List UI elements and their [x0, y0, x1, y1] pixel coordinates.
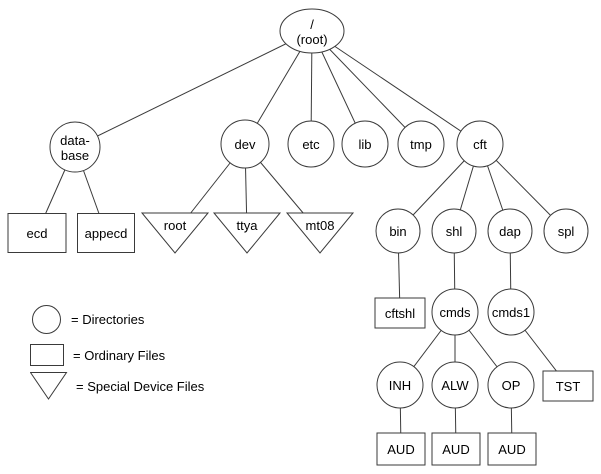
node-label-spl: spl: [558, 224, 575, 239]
node-cftshl: cftshl: [374, 297, 426, 329]
node-label-ttya: ttya: [237, 218, 259, 233]
node-label-root: (root): [296, 32, 327, 47]
node-tmp: tmp: [397, 120, 445, 168]
node-label-aud1: AUD: [387, 442, 414, 457]
node-cmds1: cmds1: [487, 288, 535, 336]
node-label-etc: etc: [302, 137, 320, 152]
node-aud3: AUD: [487, 432, 537, 466]
node-aud1: AUD: [376, 432, 426, 466]
node-lib: lib: [341, 120, 389, 168]
node-cft: cft: [456, 120, 504, 168]
node-label-ecd: ecd: [27, 226, 48, 241]
node-label-root: /: [310, 17, 314, 32]
node-label-dev: dev: [235, 137, 256, 152]
node-database: data-base: [49, 121, 101, 173]
node-label-aud2: AUD: [442, 442, 469, 457]
node-label-lib: lib: [358, 137, 371, 152]
node-dap: dap: [487, 208, 533, 254]
node-label-cftshl: cftshl: [385, 306, 415, 321]
node-label-tst: TST: [556, 379, 581, 394]
node-label-op: OP: [502, 378, 521, 393]
node-label-dap: dap: [499, 224, 521, 239]
node-aud2: AUD: [431, 432, 481, 466]
node-tst: TST: [542, 370, 594, 402]
node-ttya: ttya: [212, 212, 282, 254]
node-root: /(root): [279, 8, 345, 54]
node-label-bin: bin: [389, 224, 406, 239]
node-label-appecd: appecd: [85, 226, 128, 241]
node-spl: spl: [543, 208, 589, 254]
node-shl: shl: [431, 208, 477, 254]
node-alw: ALW: [431, 361, 479, 409]
node-label-alw: ALW: [441, 378, 469, 393]
node-bin: bin: [375, 208, 421, 254]
node-ecd: ecd: [7, 213, 67, 253]
node-label-aud3: AUD: [498, 442, 525, 457]
node-dev: dev: [220, 119, 270, 169]
node-inh: INH: [376, 361, 424, 409]
node-appecd: appecd: [77, 213, 135, 253]
node-label-mt08: mt08: [306, 218, 335, 233]
node-etc: etc: [287, 120, 335, 168]
node-label-cmds: cmds: [439, 305, 471, 320]
edge-root-tmp: [311, 30, 422, 145]
node-cmds: cmds: [431, 288, 479, 336]
edge-root-database: [74, 30, 313, 148]
node-label-tmp: tmp: [410, 137, 432, 152]
node-devroot: root: [140, 212, 210, 254]
edge-root-cft: [311, 30, 481, 145]
node-mt08: mt08: [285, 212, 355, 254]
node-label-inh: INH: [389, 378, 411, 393]
node-label-database: data-: [60, 133, 90, 148]
node-label-cft: cft: [473, 137, 487, 152]
node-label-devroot: root: [164, 218, 187, 233]
node-op: OP: [487, 361, 535, 409]
node-label-cmds1: cmds1: [492, 305, 530, 320]
node-label-shl: shl: [446, 224, 463, 239]
node-label-database: base: [61, 148, 89, 163]
